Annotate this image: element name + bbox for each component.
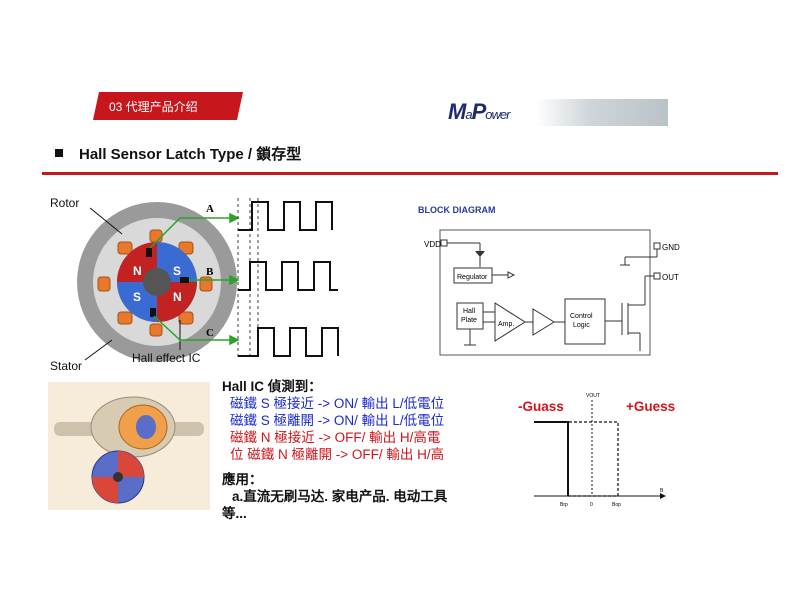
hall-sensor-b (180, 277, 189, 283)
bullet-square-icon (55, 149, 63, 157)
signal-label-b: B (206, 266, 214, 278)
usage-heading: 應用： (222, 472, 263, 487)
hall-ic-line: 磁鐵 S 極離開 -> ON/ 輸出 L/低電位 (230, 413, 445, 428)
motor-photo-svg (48, 382, 210, 510)
block-diagram-svg: BLOCK DIAGRAM VDD GND OUT Regulator Hall… (418, 205, 680, 356)
usage-item: a.直流无刷马达. 家电产品. 电动工具 (232, 489, 448, 504)
control-logic-label-2: Logic (573, 322, 590, 329)
usage-item-cont: 等... (222, 506, 247, 521)
block-diagram: BLOCK DIAGRAM VDD GND OUT Regulator Hall… (400, 195, 685, 370)
pole-label: S (173, 264, 181, 278)
neg-gauss-label: -Guass (518, 399, 564, 414)
section-tag: 03 代理产品介绍 (93, 92, 243, 120)
hall-sensor-c (150, 308, 156, 317)
motor-diagram-svg: N S S N Rotor Stator Hall effect IC (50, 196, 339, 373)
regulator-label: Regulator (457, 274, 488, 281)
signal-label-c: C (206, 327, 214, 339)
bop-tick: Bop (612, 502, 621, 508)
logo-gradient-bar (536, 99, 668, 126)
hysteresis-diagram: -Guass +Guess VOUT B Brp 0 Bop (512, 388, 676, 513)
vdd-label: VDD (424, 240, 441, 249)
bottom-band (0, 525, 800, 600)
brp-tick: Brp (560, 502, 568, 508)
hysteresis-svg: VOUT B Brp 0 Bop (534, 393, 666, 508)
pole-label: N (133, 264, 142, 278)
logo-text: MaPower (448, 99, 510, 124)
pos-gauss-label: +Guess (626, 399, 676, 414)
hall-plate-label: Hall (463, 308, 476, 315)
amp-label: Amp. (498, 321, 514, 328)
vout-axis-label: VOUT (586, 393, 600, 399)
block-diagram-title: BLOCK DIAGRAM (418, 205, 496, 215)
page-title: Hall Sensor Latch Type / 鎖存型 (79, 146, 302, 163)
signal-label-a: A (206, 203, 214, 215)
section-tag-shape (93, 92, 243, 120)
b-axis-label: B (660, 488, 664, 494)
pole-label: N (173, 290, 182, 304)
motor-diagram: N S S N Rotor Stator Hall effect IC (40, 190, 390, 380)
hall-ic-line: 磁鐵 N 極接近 -> OFF/ 輸出 H/高電 (230, 430, 441, 445)
hall-sensor-a (146, 248, 152, 257)
hall-effect-label: Hall effect IC (132, 351, 201, 365)
title-divider (42, 172, 778, 175)
stator-label: Stator (50, 359, 82, 373)
control-logic-label: Control (570, 313, 593, 320)
rotor-label: Rotor (50, 196, 79, 210)
hall-ic-line: 磁鐵 S 極接近 -> ON/ 輸出 L/低電位 (230, 396, 445, 411)
zero-tick: 0 (590, 502, 593, 508)
hall-ic-heading: Hall IC 偵測到： (222, 379, 322, 394)
motor-photo (48, 382, 210, 510)
mapower-logo: MaPower (448, 99, 668, 126)
section-tag-label: 03 代理产品介绍 (109, 100, 198, 114)
top-band (0, 0, 800, 80)
out-label: OUT (662, 273, 679, 282)
hall-ic-description: Hall IC 偵測到： 磁鐵 S 極接近 -> ON/ 輸出 L/低電位 磁鐵… (222, 378, 522, 522)
hall-ic-line: 位 磁鐵 N 極離開 -> OFF/ 輸出 H/高 (230, 447, 445, 462)
gnd-label: GND (662, 243, 680, 252)
hall-plate-label-2: Plate (461, 317, 477, 324)
pole-label: S (133, 290, 141, 304)
